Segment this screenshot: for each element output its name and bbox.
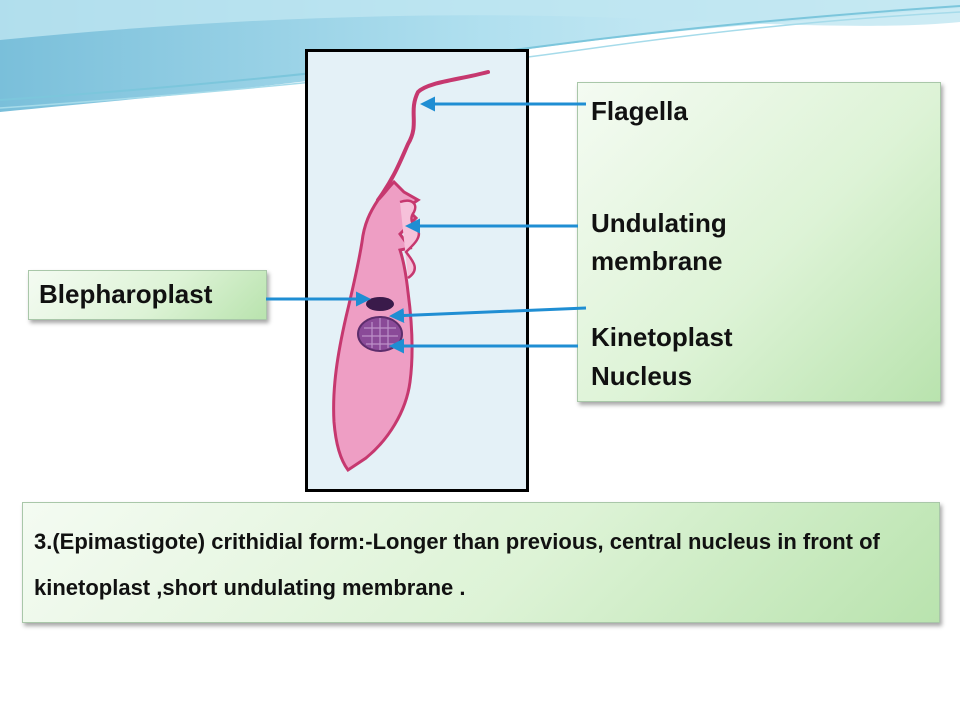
structure-labels-box: Flagella Undulating membrane Kinetoplast… — [577, 82, 941, 402]
label-flagella: Flagella — [591, 96, 688, 126]
kinetoplast — [366, 297, 394, 311]
epimastigote-illustration — [332, 70, 490, 473]
blepharoplast-label-box: Blepharoplast — [28, 270, 267, 320]
label-nucleus: Nucleus — [591, 361, 693, 391]
label-kinetoplast: Kinetoplast — [591, 322, 733, 352]
label-blepharoplast: Blepharoplast — [39, 279, 213, 309]
description-box: 3.(Epimastigote) crithidial form:-Longer… — [22, 502, 940, 623]
label-undulating-line2: membrane — [591, 246, 723, 276]
figure-frame — [305, 49, 529, 492]
flagellum — [376, 70, 490, 202]
description-text: 3.(Epimastigote) crithidial form:-Longer… — [34, 529, 880, 600]
label-undulating-line1: Undulating — [591, 208, 727, 238]
